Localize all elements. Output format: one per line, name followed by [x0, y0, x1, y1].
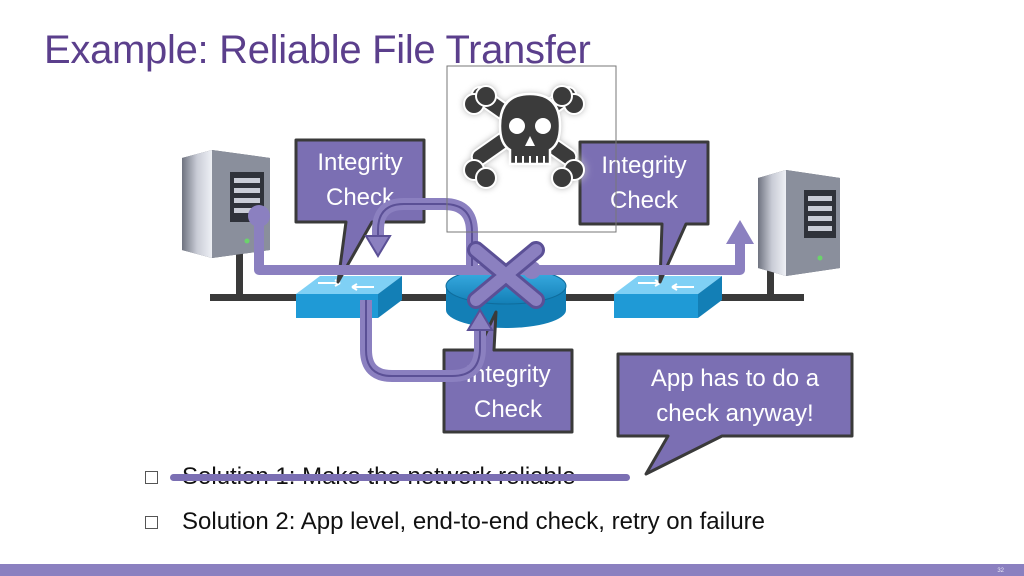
- right-server-link: [767, 268, 774, 298]
- callout-app-check: App has to do a check anyway!: [616, 352, 854, 476]
- callout-text: Integrity: [601, 152, 686, 179]
- footer-bar: [0, 564, 1024, 576]
- callout-integrity-check-right: Integrity Check: [578, 140, 710, 284]
- skull-frame: [446, 65, 617, 233]
- callout-text: Integrity: [317, 149, 402, 176]
- callout-text: check anyway!: [656, 400, 813, 427]
- skull-crossbones-icon: [463, 85, 585, 189]
- switch-icon: [614, 276, 722, 318]
- x-mark-icon: [467, 241, 545, 309]
- server-icon: [758, 170, 840, 276]
- bullet-square-icon: [145, 470, 158, 484]
- strikethrough-line: [170, 474, 630, 481]
- retry-loop-arrow: [360, 198, 494, 382]
- page-number: 32: [997, 568, 1004, 574]
- bullet-text: Solution 2: App level, end-to-end check,…: [182, 508, 766, 535]
- left-server-link: [236, 250, 243, 298]
- callout-integrity-check-left: Integrity Check: [294, 138, 426, 284]
- slide-title: Example: Reliable File Transfer: [44, 28, 591, 72]
- bullet-square-icon: [145, 515, 158, 529]
- switch-icon: [296, 276, 402, 318]
- callout-text: App has to do a: [651, 365, 820, 392]
- bullet-solution-2: Solution 2: App level, end-to-end check,…: [145, 508, 765, 536]
- callout-text: Check: [474, 396, 543, 423]
- callout-text: Check: [610, 187, 679, 214]
